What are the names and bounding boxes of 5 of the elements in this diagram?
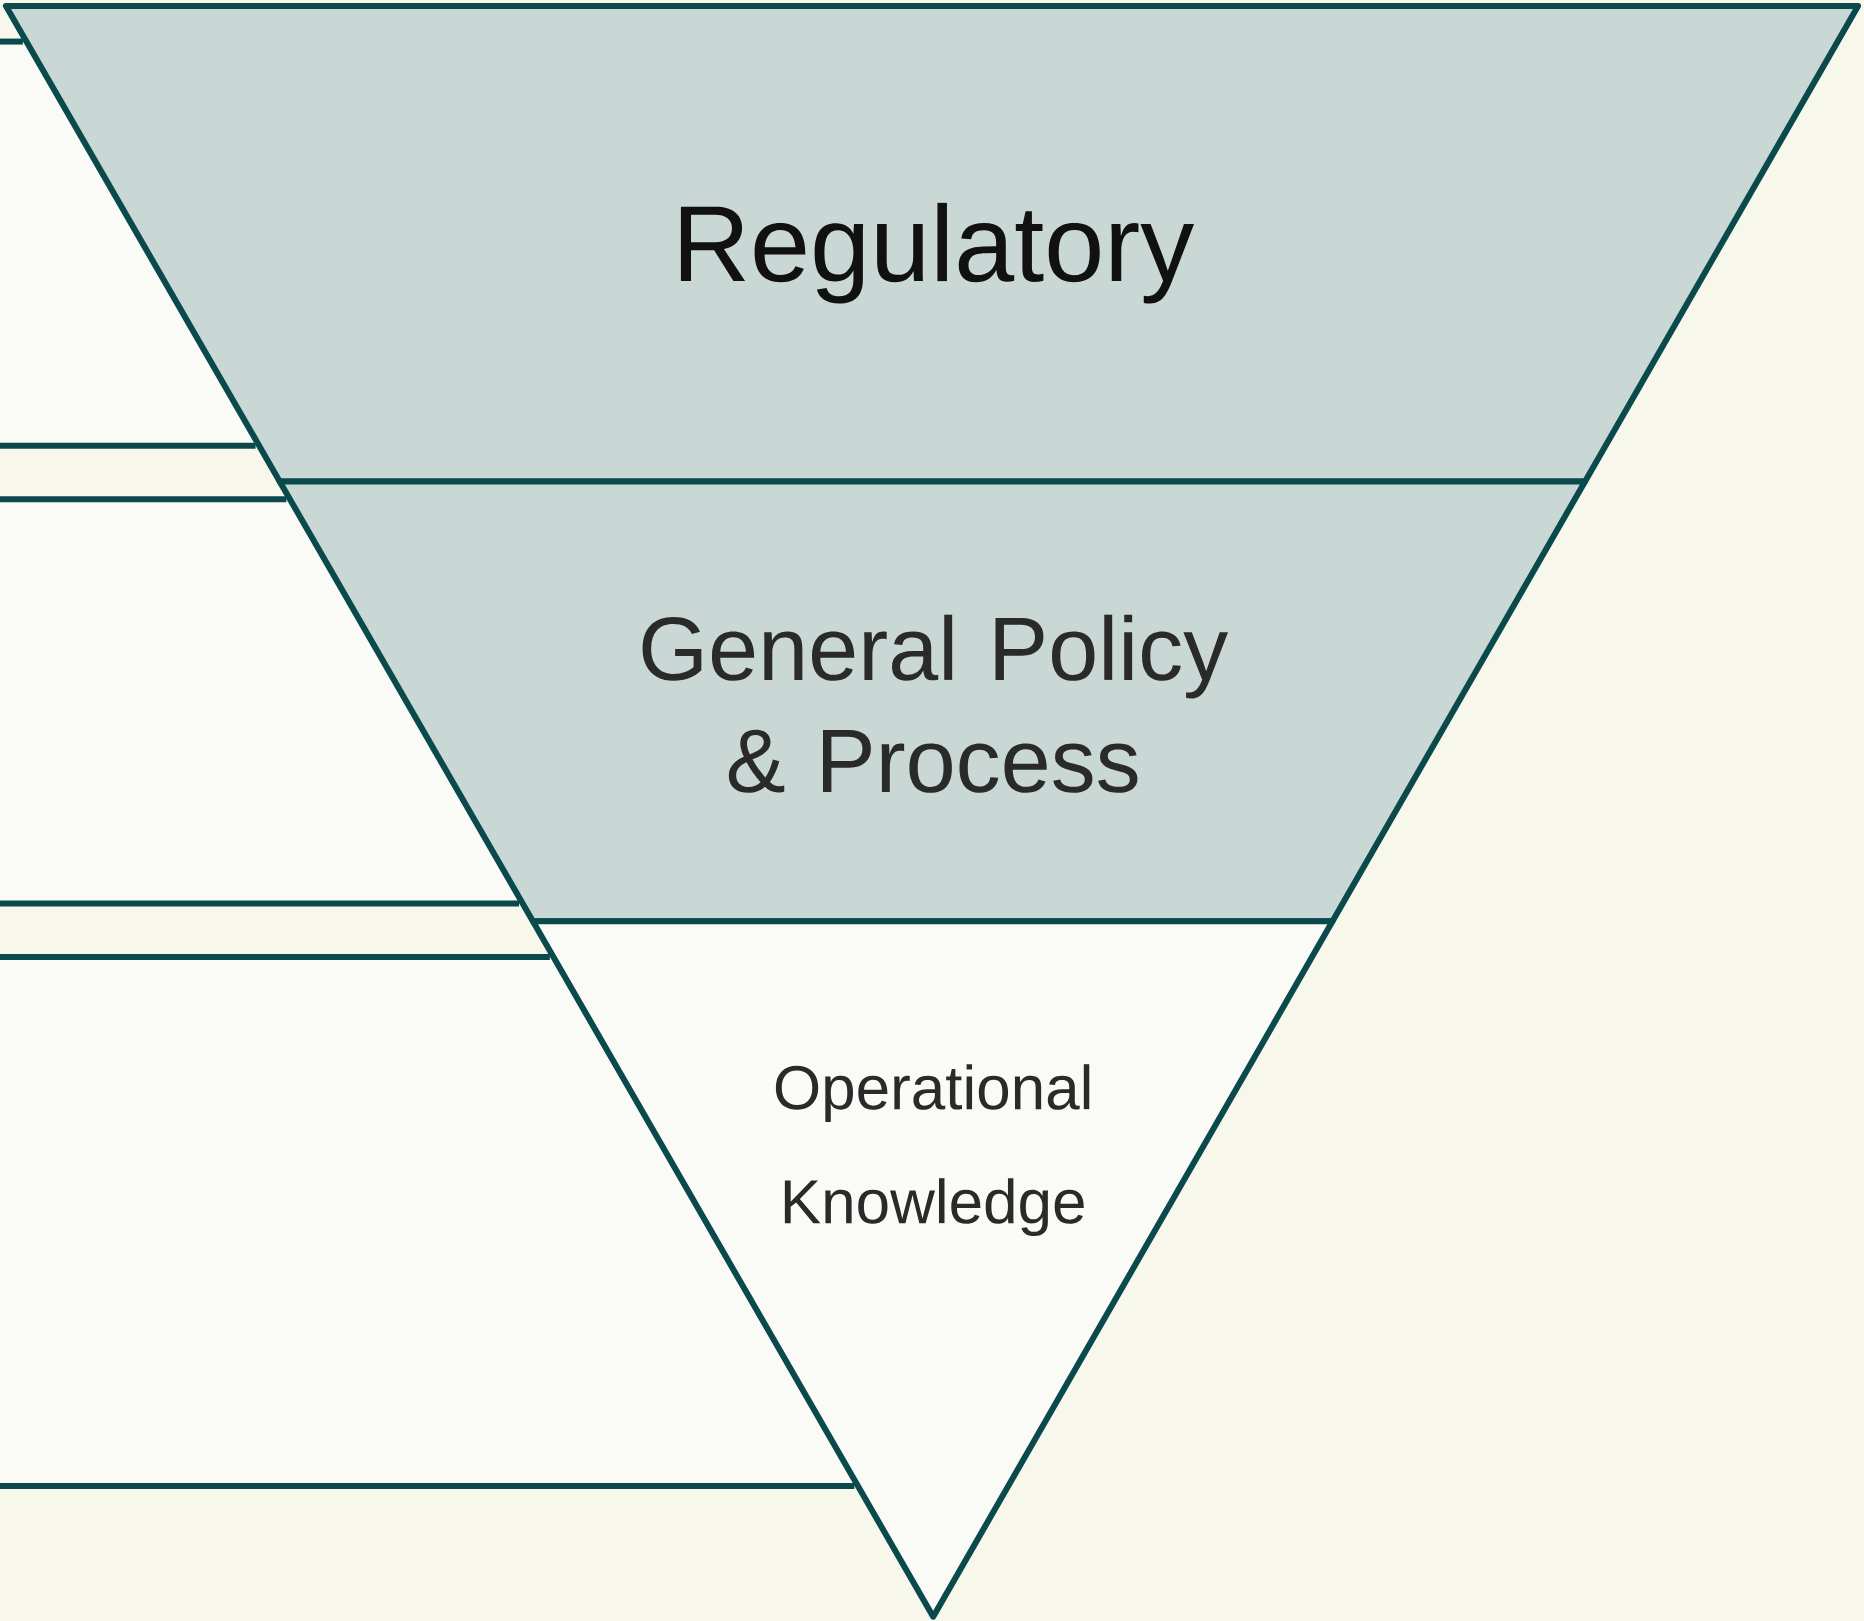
panel-box	[0, 496, 520, 907]
pyramid-band: Regulatory	[2, 2, 1862, 485]
pyramid-band: Operational Knowledge	[529, 918, 1336, 1620]
panel-box	[0, 38, 256, 449]
pyramid-band: General Policy & Process	[276, 478, 1589, 925]
